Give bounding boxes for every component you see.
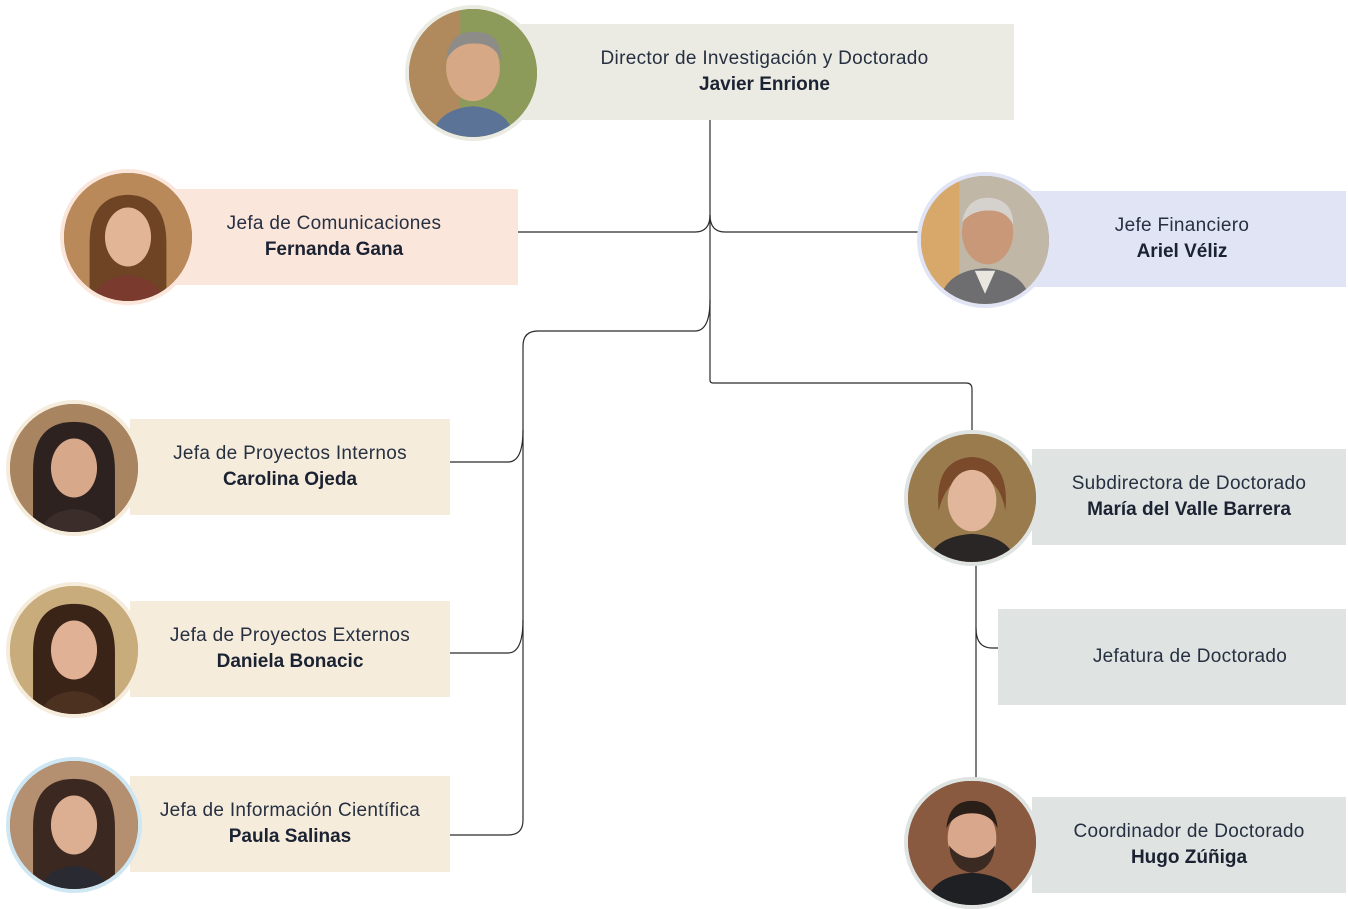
node-title: Director de Investigación y Doctorado — [600, 48, 929, 69]
connector-left-branch — [450, 299, 711, 836]
connector-director-trunk — [709, 120, 973, 432]
node-title: Jefatura de Doctorado — [1092, 646, 1288, 667]
node-title: Jefe Financiero — [1114, 215, 1250, 236]
node-title: Jefa de Proyectos Internos — [173, 443, 407, 464]
node-comunicaciones: Jefa de Comunicaciones Fernanda Gana — [150, 189, 518, 285]
node-title: Jefa de Comunicaciones — [226, 213, 442, 234]
connector-proyectos-internos — [450, 429, 524, 463]
node-director: Director de Investigación y Doctorado Ja… — [515, 24, 1014, 120]
node-title: Jefa de Información Científica — [159, 800, 421, 821]
node-name: Ariel Véliz — [1136, 241, 1228, 262]
node-name: Javier Enrione — [699, 74, 830, 95]
avatar-paula-salinas — [6, 757, 142, 893]
connector-jefatura — [975, 627, 998, 649]
node-coordinador: Coordinador de Doctorado Hugo Zúñiga — [1032, 797, 1346, 893]
node-title: Jefa de Proyectos Externos — [169, 625, 411, 646]
node-title: Subdirectora de Doctorado — [1071, 473, 1307, 494]
node-name: María del Valle Barrera — [1087, 499, 1291, 520]
avatar-maria-del-valle-barrera — [904, 430, 1040, 566]
avatar-carolina-ojeda — [6, 400, 142, 536]
connector-proyectos-externos — [450, 619, 524, 654]
connector-financiero — [709, 214, 920, 233]
avatar-javier-enrione — [405, 5, 541, 141]
avatar-hugo-zuniga — [904, 777, 1040, 909]
avatar-ariel-veliz — [917, 172, 1053, 308]
avatar-daniela-bonacic — [6, 582, 142, 718]
node-name: Daniela Bonacic — [216, 651, 364, 672]
avatar-fernanda-gana — [60, 169, 196, 305]
node-name: Hugo Zúñiga — [1130, 847, 1248, 868]
node-subdirectora: Subdirectora de Doctorado María del Vall… — [1032, 449, 1346, 545]
node-name: Carolina Ojeda — [222, 469, 358, 490]
node-financiero: Jefe Financiero Ariel Véliz — [1018, 191, 1346, 287]
node-title: Coordinador de Doctorado — [1073, 821, 1305, 842]
node-informacion-cientifica: Jefa de Información Científica Paula Sal… — [130, 776, 450, 872]
node-name: Fernanda Gana — [264, 239, 404, 260]
node-proyectos-externos: Jefa de Proyectos Externos Daniela Bonac… — [130, 601, 450, 697]
node-jefatura: Jefatura de Doctorado — [998, 609, 1346, 705]
node-proyectos-internos: Jefa de Proyectos Internos Carolina Ojed… — [130, 419, 450, 515]
connector-comunicaciones — [518, 214, 711, 233]
node-name: Paula Salinas — [228, 826, 352, 847]
